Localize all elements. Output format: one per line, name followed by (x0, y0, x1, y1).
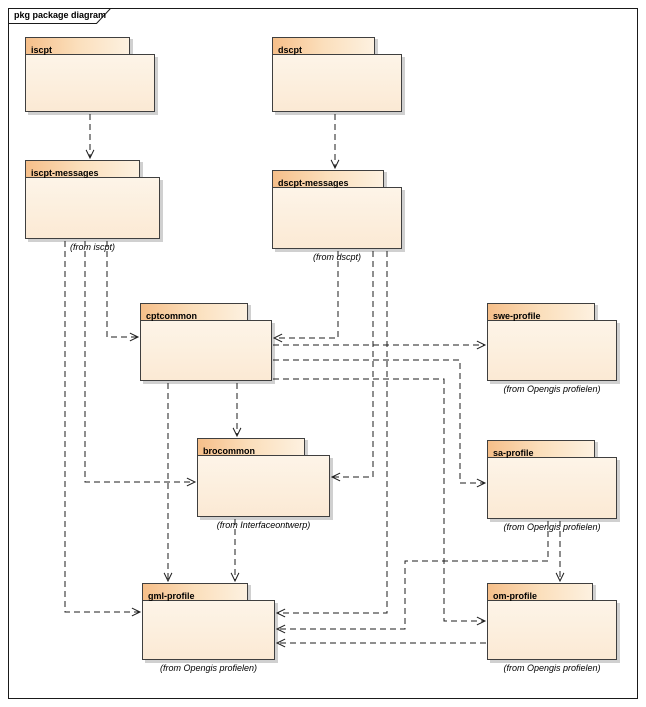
dependency-arrowhead (476, 340, 487, 350)
dependency-arrowhead (232, 427, 242, 438)
package-iscpt[interactable]: iscpt (25, 37, 155, 115)
dependency-arrowhead (163, 572, 173, 583)
dependency-dscpt-messages-to-gml-profile (277, 251, 388, 614)
package-body (487, 320, 617, 381)
package-tab: om-profile (487, 583, 593, 601)
package-body (140, 320, 272, 381)
package-from-label: (from Opengis profielen) (503, 663, 601, 673)
dependency-arrowhead (330, 472, 341, 482)
package-name-label: iscpt-messages (31, 168, 99, 178)
package-body (272, 54, 402, 112)
dependency-arrowhead (129, 332, 140, 342)
package-om-profile[interactable]: om-profile (from Opengis profielen) (487, 583, 617, 673)
dependency-arrowhead (275, 624, 286, 634)
package-body (487, 457, 617, 519)
package-name-label: cptcommon (146, 311, 198, 321)
dependency-arrowhead (85, 149, 95, 160)
package-tab: cptcommon (140, 303, 248, 321)
package-name-label: brocommon (203, 446, 256, 456)
dependency-dscpt-messages-to-cptcommon (274, 251, 339, 339)
package-body (142, 600, 275, 660)
package-from-label: (from Opengis profielen) (503, 384, 601, 394)
package-from-label: (from dscpt) (312, 252, 361, 262)
package-brocommon[interactable]: brocommon (from Interfaceontwerp) (197, 438, 330, 530)
package-swe-profile[interactable]: swe-profile (from Opengis profielen) (487, 303, 617, 394)
package-body (487, 600, 617, 660)
dependency-arrowhead (131, 607, 142, 617)
package-cptcommon[interactable]: cptcommon (140, 303, 272, 384)
dependency-iscpt-messages-to-cptcommon (106, 241, 138, 338)
package-dscpt[interactable]: dscpt (272, 37, 402, 115)
package-name-label: om-profile (493, 591, 537, 601)
dependency-arrowhead (275, 638, 286, 648)
package-body (272, 187, 402, 249)
dependency-dscpt-messages-to-brocommon (332, 251, 374, 478)
dependency-arrowhead (230, 572, 240, 583)
package-name-label: dscpt (278, 45, 303, 55)
package-dscpt-messages[interactable]: dscpt-messages (from dscpt) (272, 170, 402, 262)
package-tab: iscpt-messages (25, 160, 140, 178)
package-tab: iscpt (25, 37, 130, 55)
dependency-arrowhead (330, 159, 340, 170)
package-from-label: (from Opengis profielen) (159, 663, 258, 673)
dependency-arrowhead (272, 333, 283, 343)
dependency-arrowhead (275, 608, 286, 618)
package-tab: swe-profile (487, 303, 595, 321)
package-from-label: (from Interfaceontwerp) (216, 520, 311, 530)
package-name-label: iscpt (31, 45, 53, 55)
package-body (25, 177, 160, 239)
package-from-label: (from Opengis profielen) (503, 522, 601, 532)
package-iscpt-messages[interactable]: iscpt-messages (from iscpt) (25, 160, 160, 252)
dependency-arrowhead (476, 478, 487, 488)
package-name-label: dscpt-messages (278, 178, 349, 188)
diagram-title: pkg package diagram (14, 10, 107, 20)
dependency-arrowhead (555, 572, 565, 583)
package-tab: sa-profile (487, 440, 595, 458)
package-tab: dscpt (272, 37, 375, 55)
package-name-label: sa-profile (493, 448, 534, 458)
package-gml-profile[interactable]: gml-profile (from Opengis profielen) (142, 583, 275, 673)
dependency-arrowhead (476, 616, 487, 626)
package-body (197, 455, 330, 517)
package-tab: dscpt-messages (272, 170, 384, 188)
package-sa-profile[interactable]: sa-profile (from Opengis profielen) (487, 440, 617, 532)
package-name-label: swe-profile (493, 311, 541, 321)
package-tab: gml-profile (142, 583, 248, 601)
package-from-label: (from iscpt) (70, 242, 115, 252)
dependency-arrowhead (186, 477, 197, 487)
package-name-label: gml-profile (148, 591, 195, 601)
package-tab: brocommon (197, 438, 305, 456)
package-body (25, 54, 155, 112)
dependency-iscpt-messages-to-gml-profile (64, 241, 140, 613)
